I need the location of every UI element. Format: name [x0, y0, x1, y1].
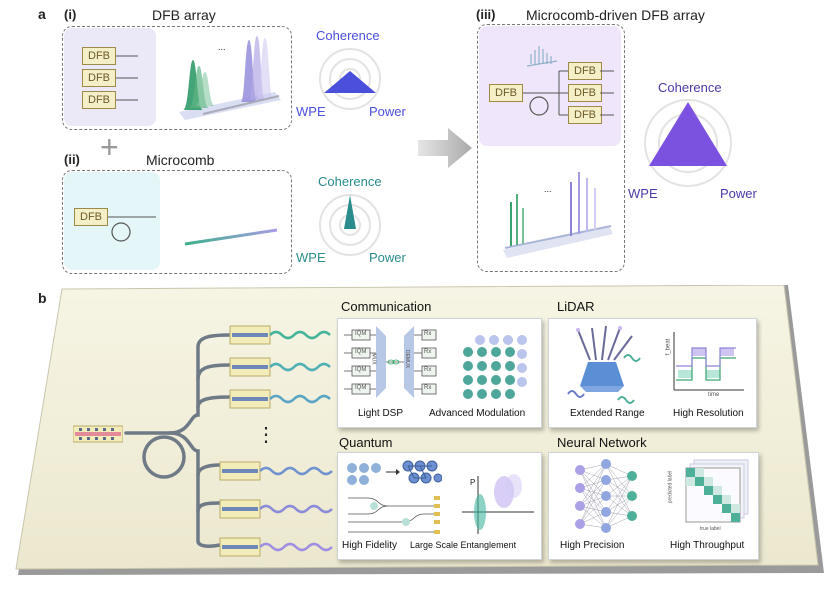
- fbeat-axis-label: f_beat: [665, 338, 672, 356]
- true-label-axis: true label: [700, 526, 721, 532]
- ellipsis: ...: [544, 184, 552, 194]
- communication-title: Communication: [341, 299, 432, 314]
- iqm-label: IQM: [355, 367, 367, 373]
- dfb-array-box: [62, 26, 292, 130]
- microcomb-driven-waveguides: [523, 46, 569, 116]
- dfb-output-lines: [116, 55, 138, 101]
- radar-wpe-label: WPE: [628, 186, 658, 201]
- radar-coherence-label: Coherence: [318, 174, 382, 189]
- caption-light-dsp: Light DSP: [358, 408, 404, 419]
- caption-high-throughput: High Throughput: [670, 540, 745, 551]
- waveguide-tree: [124, 333, 232, 548]
- iqm-label: IQM: [355, 349, 367, 355]
- subpanel-iii-label: (iii): [476, 7, 496, 22]
- caption-advanced-modulation: Advanced Modulation: [429, 408, 526, 419]
- radar-coherence-label: Coherence: [316, 28, 380, 43]
- dfb-chip: DFB: [82, 69, 116, 87]
- dfb-array-title: DFB array: [152, 7, 216, 23]
- radar-power-label: Power: [369, 250, 406, 265]
- dfb-chip: DFB: [568, 84, 602, 102]
- dfb-comb-spectrum-icon: [503, 172, 613, 258]
- iqm-label: IQM: [355, 385, 367, 391]
- radar-wpe-label: WPE: [296, 250, 326, 265]
- radar-coherence-label: Coherence: [658, 80, 722, 95]
- dfb-chip: DFB: [82, 91, 116, 109]
- lidar-beam-steering-icon: [567, 325, 641, 404]
- caption-large-scale-entanglement: Large Scale Entanglement: [410, 540, 517, 550]
- rx-label: Rx: [424, 349, 432, 355]
- laser-chip-icon: [73, 425, 123, 443]
- subpanel-ii-label: (ii): [64, 152, 80, 167]
- caption-high-fidelity: High Fidelity: [342, 540, 398, 551]
- microcomb-box: [62, 170, 292, 274]
- radar-power-label: Power: [369, 104, 406, 119]
- neural-network-icon: [575, 459, 637, 533]
- neural-network-title: Neural Network: [557, 435, 647, 450]
- microcomb-title: Microcomb: [146, 152, 215, 168]
- modulation-constellation: [463, 335, 527, 399]
- iqm-label: IQM: [355, 331, 367, 337]
- ellipsis: ...: [218, 42, 226, 52]
- microring-icon: [108, 216, 156, 242]
- dfb-chip: DFB: [568, 62, 602, 80]
- p-axis-label: P: [470, 478, 476, 487]
- light-dsp-diagram: [344, 326, 437, 398]
- rx-label: Rx: [424, 385, 432, 391]
- rx-label: Rx: [424, 331, 432, 337]
- right-arrow-icon: [418, 128, 472, 168]
- time-axis-label: time: [708, 392, 720, 398]
- panel-a-letter: a: [38, 6, 46, 22]
- entanglement-wigner-icon: [462, 474, 534, 534]
- panel-b-letter: b: [38, 290, 47, 306]
- radar-chart-dfb-array: [319, 48, 381, 110]
- lidar-fbeat-plot: [673, 332, 744, 391]
- caption-high-resolution: High Resolution: [673, 408, 744, 419]
- vertical-ellipsis: ⋮: [256, 424, 276, 446]
- mux-label: MUX: [370, 353, 377, 365]
- dfb-chip: DFB: [74, 208, 108, 226]
- caption-extended-range: Extended Range: [570, 408, 645, 419]
- dfb-chip: DFB: [82, 47, 116, 65]
- radar-power-label: Power: [720, 186, 757, 201]
- microcomb-driven-box: [477, 24, 625, 272]
- radar-chart-microcomb-driven: [644, 99, 732, 187]
- demux-label: DEMUX: [404, 349, 411, 369]
- quantum-circuit-icon: [347, 460, 442, 534]
- radar-wpe-label: WPE: [296, 104, 326, 119]
- quantum-title: Quantum: [339, 435, 393, 450]
- radar-chart-microcomb: [319, 194, 381, 256]
- dfb-chips-with-outputs: [219, 325, 333, 557]
- plus-sign: +: [100, 129, 119, 165]
- rx-label: Rx: [424, 367, 432, 373]
- dfb-spectrum-icon: [179, 36, 281, 120]
- dfb-chip: DFB: [568, 106, 602, 124]
- lidar-title: LiDAR: [557, 299, 595, 314]
- microcomb-spectrum-icon: [184, 202, 278, 246]
- dfb-chip: DFB: [489, 84, 523, 102]
- predicted-label-axis: predicted label: [667, 470, 674, 504]
- subpanel-i-label: (i): [64, 7, 77, 22]
- microcomb-driven-dfb-title: Microcomb-driven DFB array: [526, 7, 705, 23]
- lidar-card: [548, 318, 757, 428]
- confusion-matrix-icon: [685, 459, 749, 523]
- dfb-output-lines: [600, 70, 614, 116]
- caption-high-precision: High Precision: [560, 540, 625, 551]
